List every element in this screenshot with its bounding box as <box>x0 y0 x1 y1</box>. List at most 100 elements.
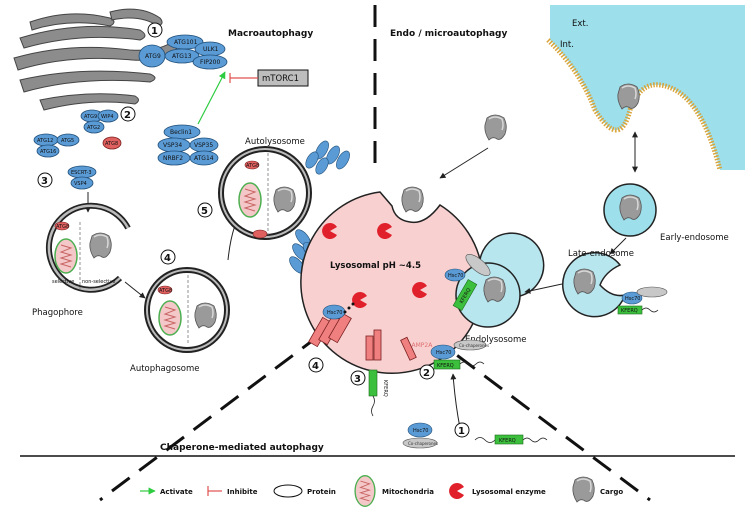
step-number: 3 <box>41 176 48 187</box>
protein-atg5: ATG5 <box>61 138 74 144</box>
legend-protein: Protein <box>273 484 336 498</box>
legend-mitochondria: Mitochondria <box>354 475 434 507</box>
cma-step-4: 4 <box>308 357 324 373</box>
protein-atg101: ATG101 <box>174 39 198 46</box>
autophagosome: ATG8 <box>144 267 230 353</box>
lamp2a-label: LAMP2A <box>408 342 433 349</box>
lamp2a-multimer-receptor <box>308 312 352 348</box>
protein-atg16: ATG16 <box>40 149 56 155</box>
legend-activate: Activate <box>140 487 193 496</box>
legend-protein-label: Protein <box>307 488 336 496</box>
mtorc1-box: mTORC1 <box>257 69 309 87</box>
mtorc1-label: mTORC1 <box>262 74 299 84</box>
early-endosome-label: Early-endosome <box>660 233 729 243</box>
lamp2a-binding-receptor <box>400 336 417 361</box>
free-substrate: KFERQ <box>474 434 548 445</box>
macro-step-1: 1 <box>147 22 163 38</box>
protein-atg9: ATG9 <box>145 53 161 60</box>
step-number: 1 <box>151 26 158 37</box>
step-number: 1 <box>458 426 465 437</box>
cma-co-chaperones-label: Co-chaperones <box>459 343 489 348</box>
golgi-er-icon <box>13 8 179 111</box>
protein-nrbf2: NRBF2 <box>163 155 183 162</box>
protein-vsp34: VSP34 <box>163 142 182 149</box>
step-number: 5 <box>201 206 208 217</box>
protein-atg9b: ATG9 <box>84 114 97 120</box>
step-number: 3 <box>354 374 361 385</box>
arrow-to-autophagosome <box>124 281 146 299</box>
legend-inhibite-label: Inhibite <box>227 488 258 496</box>
phagophore-atg8: ATG8 <box>56 224 69 230</box>
cma-hsc70-inside-label: Hsc70 <box>327 310 342 316</box>
cma-step-3: 3 <box>350 370 366 386</box>
legend-activate-label: Activate <box>160 488 193 496</box>
legend-lysosomal-enzyme: Lysosomal enzyme <box>449 483 546 499</box>
autolysosome: ATG8 <box>218 146 312 240</box>
autophagosome-atg8: ATG8 <box>159 288 172 294</box>
macro-step-2: 2 <box>120 106 136 122</box>
cma-step-2: 2 <box>419 364 435 380</box>
protein-ulk1: ULK1 <box>203 46 219 53</box>
autolysosome-atg8: ATG8 <box>246 163 259 169</box>
step-number: 4 <box>312 361 319 372</box>
title-macroautophagy: Macroautophagy <box>228 29 313 39</box>
title-endo-microautophagy: Endo / microautophagy <box>390 29 507 39</box>
free-co-chaperones-label: Co-chaperones <box>408 441 438 446</box>
cargo-endocytosis <box>484 114 508 141</box>
int-label: Int. <box>560 40 574 50</box>
late-endosome-label: Late-endosome <box>568 249 634 259</box>
arrow-late-to-endolysosome <box>524 283 563 294</box>
legend-cargo: Cargo <box>572 476 623 503</box>
protein-escrt3: ESCRT-3 <box>71 170 92 176</box>
inhibit-arrow-mtorc1 <box>229 73 258 83</box>
step-number: 4 <box>164 253 171 264</box>
unfolded-substrate-kferq: KFERQ <box>368 369 388 417</box>
extracellular-space <box>546 5 745 171</box>
atg-conjugation-cluster: ATG9 WIP4 ATG2 ATG12 ATG5 ATG16 ATG8 <box>33 109 122 158</box>
cma-hsc70-label: Hsc70 <box>436 350 451 356</box>
legend-mitochondria-label: Mitochondria <box>382 488 434 496</box>
protein-vsp4: VSP4 <box>74 181 87 187</box>
protein-atg12: ATG12 <box>37 138 53 144</box>
escrt-cluster: ESCRT-3 VSP4 <box>67 165 97 190</box>
protein-beclin1: Beclin1 <box>170 129 192 136</box>
autophagosome-label: Autophagosome <box>130 364 199 374</box>
late-endosome-kferq: KFERQ <box>621 308 638 314</box>
cma-hsc70-complex: Hsc70 Co-chaperones KFERQ <box>430 339 489 370</box>
legend-lysosomal-enzyme-label: Lysosomal enzyme <box>472 488 546 496</box>
activate-arrow-beclin <box>197 71 226 125</box>
step-number: 2 <box>423 368 430 379</box>
macro-step-5: 5 <box>197 202 213 218</box>
protein-atg8: ATG8 <box>105 141 118 147</box>
phagophore: ATG8 selective non-selective <box>45 202 131 293</box>
early-endosome <box>603 183 657 237</box>
free-hsc70-label: Hsc70 <box>413 428 428 434</box>
arrow-substrate-to-lamp2a <box>450 373 461 429</box>
free-hsc70: Hsc70 Co-chaperones <box>402 422 438 449</box>
protein-atg13: ATG13 <box>172 53 192 60</box>
ulk-complex: ATG9 ATG101 ATG13 ULK1 FIP200 <box>138 34 228 70</box>
protein-atg2: ATG2 <box>87 125 100 131</box>
macro-step-3: 3 <box>37 172 53 188</box>
protein-fip200: FIP200 <box>200 59 220 66</box>
ext-label: Ext. <box>572 19 588 29</box>
lysosome-ph-label: Lysosomal pH ~4.5 <box>330 261 421 271</box>
endolysosome-hsc70: Hsc70 <box>448 273 463 279</box>
endolysosome-label: Endolysosome <box>465 335 527 345</box>
selective-label: selective <box>52 279 74 285</box>
protein-atg14: ATG14 <box>194 155 214 162</box>
legend-cargo-label: Cargo <box>600 488 623 496</box>
title-chaperone-mediated: Chaperone-mediated autophagy <box>160 443 324 453</box>
beclin-complex: Beclin1 VSP34 VSP35 NRBF2 ATG14 <box>157 124 219 166</box>
protein-wip4: WIP4 <box>101 114 114 120</box>
legend-inhibite: Inhibite <box>207 486 258 496</box>
cma-step-1: 1 <box>454 422 470 438</box>
arrow-cargo-to-lysosome <box>439 147 489 179</box>
macro-step-4: 4 <box>160 249 176 265</box>
protein-vsp35: VSP35 <box>194 142 213 149</box>
step-number: 2 <box>124 110 131 121</box>
legend: Activate Inhibite Protein Mitochondria L… <box>140 475 623 507</box>
late-endosome-hsc70: Hsc70 <box>625 296 640 302</box>
